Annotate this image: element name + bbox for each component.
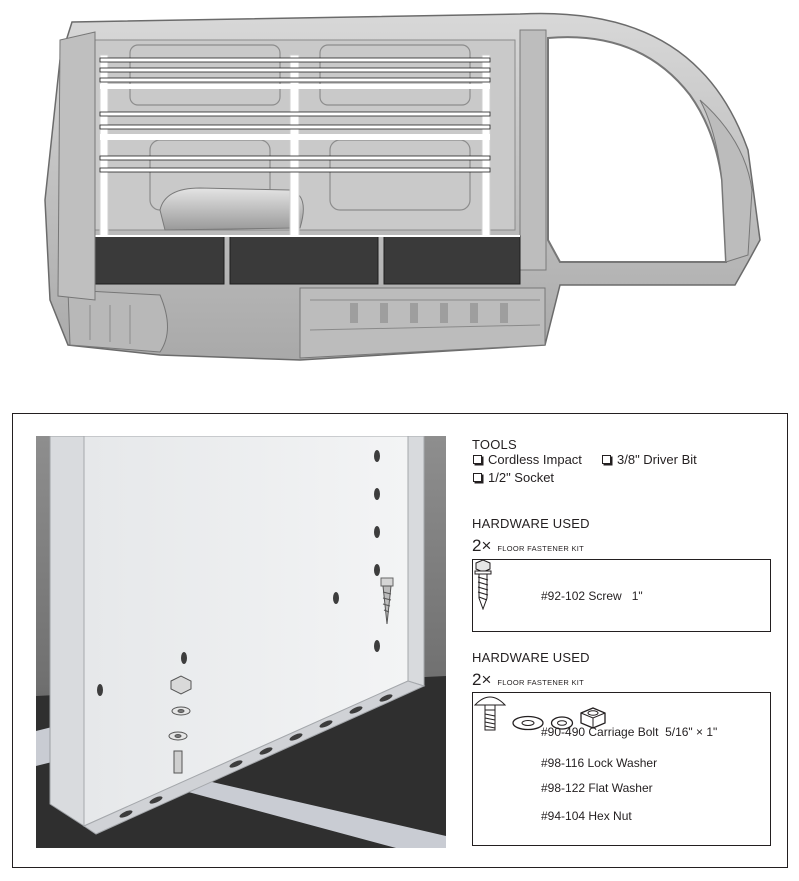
instruction-panel — [12, 413, 788, 868]
hardware-heading: HARDWARE USED — [472, 650, 590, 665]
tool-item-cordless-impact: Cordless Impact — [473, 452, 582, 467]
quantity-value: 2× — [472, 670, 492, 689]
screw-icon — [474, 559, 492, 611]
hardware-quantity: 2× FLOOR FASTENER KIT — [472, 536, 584, 556]
hardware-box: #92-102 Screw 1" — [472, 559, 771, 632]
shelf-upright-floor-detail — [36, 436, 446, 848]
hardware-quantity: 2× FLOOR FASTENER KIT — [472, 670, 584, 690]
hex-nut-icon — [580, 707, 607, 729]
lock-washer-icon — [512, 715, 545, 731]
quantity-value: 2× — [472, 536, 492, 555]
kit-name: FLOOR FASTENER KIT — [497, 678, 585, 687]
part-label: #94-104 Hex Nut — [541, 809, 632, 823]
flat-washer-icon — [550, 716, 574, 730]
part-label: #98-116 Lock Washer — [541, 756, 658, 770]
hardware-heading: HARDWARE USED — [472, 516, 590, 531]
tool-item-socket: 1/2" Socket — [473, 470, 554, 485]
tool-label: 1/2" Socket — [488, 470, 555, 485]
part-label: #92-102 Screw 1" — [541, 589, 643, 603]
hardware-box: #90-490 Carriage Bolt 5/16" × 1" #98-116… — [472, 692, 771, 846]
carriage-bolt-icon — [473, 696, 507, 731]
kit-name: FLOOR FASTENER KIT — [497, 544, 585, 553]
tools-heading: TOOLS — [472, 437, 517, 452]
checkbox-icon — [602, 455, 611, 464]
part-label: #98-122 Flat Washer — [541, 781, 653, 795]
tool-label: 3/8" Driver Bit — [617, 452, 697, 467]
van-interior-illustration — [44, 12, 761, 361]
tool-label: Cordless Impact — [488, 452, 582, 467]
part-label: #90-490 Carriage Bolt 5/16" × 1" — [541, 725, 718, 739]
checkbox-icon — [473, 455, 482, 464]
tool-item-driver-bit: 3/8" Driver Bit — [602, 452, 697, 467]
checkbox-icon — [473, 473, 482, 482]
